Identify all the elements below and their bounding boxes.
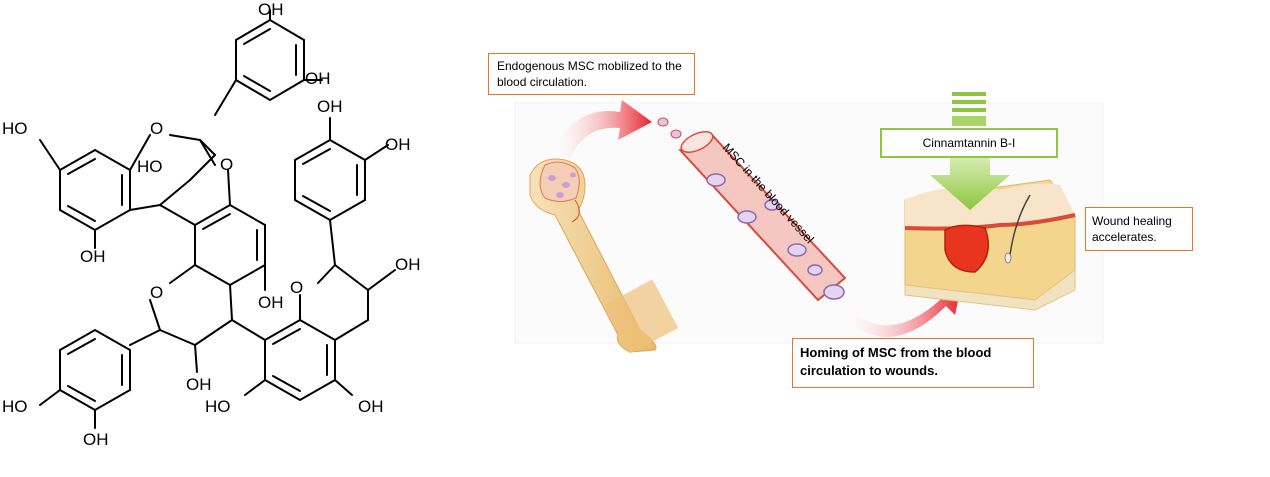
compound-label: Cinnamtannin B-I [880,128,1058,158]
skin-block [904,179,1076,311]
ho-label: HO [2,119,28,138]
oh-label: OH [83,430,109,449]
ho-label: HO [137,157,163,176]
healing-caption: Wound healing accelerates. [1085,207,1193,251]
ring-oxygen: O [220,155,233,174]
mobilization-caption: Endogenous MSC mobilized to the blood ci… [488,53,695,95]
ring-oxygen: O [150,283,163,302]
oh-label: OH [385,135,411,154]
homing-caption: Homing of MSC from the blood circulation… [792,338,1034,388]
ring-oxygen: O [150,119,163,138]
oh-label: OH [395,255,421,274]
oh-label: OH [317,97,343,116]
ring-oxygen: O [290,278,303,297]
oh-label: OH [258,0,284,19]
oh-label: OH [186,375,212,394]
blood-vessel [678,131,847,302]
ho-label: HO [205,397,231,416]
oh-label: OH [305,69,331,88]
oh-label: OH [358,397,384,416]
cinnamtannin-structure: OH OH HO HO OH OH OH OH OH OH HO OH HO O… [2,0,421,449]
mobilization-arrow [555,100,652,158]
bone [529,158,679,354]
ho-label: HO [2,397,28,416]
compound-arrow [930,92,1010,210]
oh-label: OH [258,293,284,312]
oh-label: OH [80,247,106,266]
